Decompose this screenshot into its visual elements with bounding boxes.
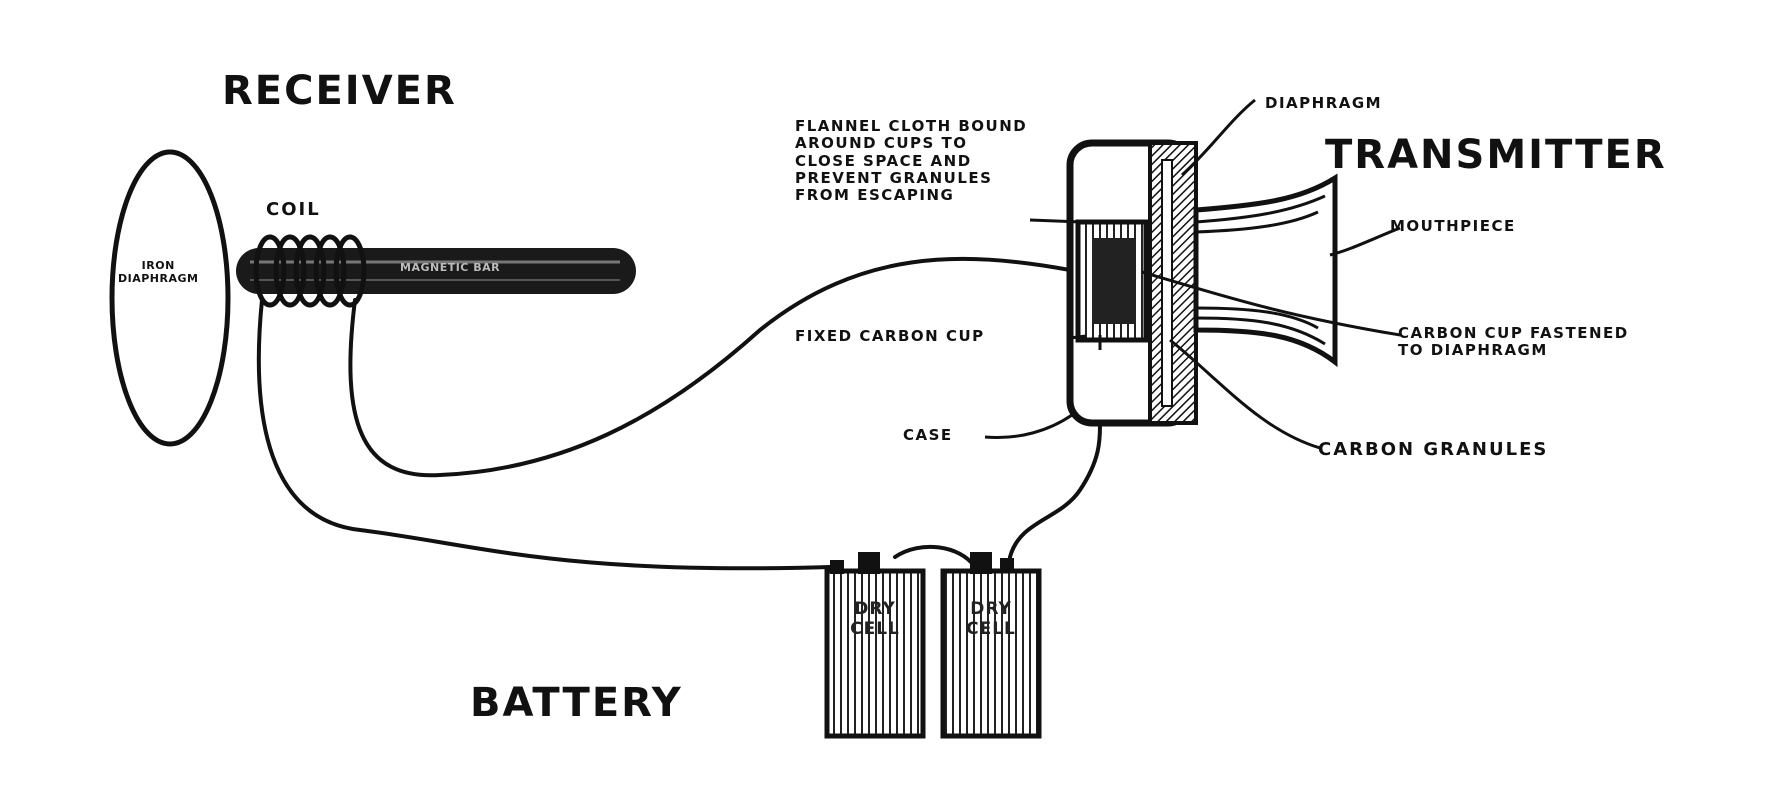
iron-diaphragm-label: IRON DIAPHRAGM: [118, 259, 199, 285]
battery-label: BATTERY: [470, 680, 683, 726]
carbon-granules-label: CARBON GRANULES: [1318, 439, 1549, 460]
mouthpiece-label: MOUTHPIECE: [1390, 217, 1516, 235]
dry-cell-2: [940, 552, 1042, 739]
dry-cell-2-label: DRY CELL: [966, 599, 1016, 639]
transmitter-case: [1066, 139, 1198, 427]
carbon-granules: [1094, 238, 1136, 324]
coil-label: COIL: [266, 199, 321, 220]
receiver-label: RECEIVER: [222, 68, 457, 114]
wire-coil-to-battery: [256, 298, 832, 571]
leader-lines: [984, 98, 1401, 450]
mouthpiece: [1193, 173, 1338, 368]
case-label: CASE: [903, 426, 953, 444]
transmitter-label: TRANSMITTER: [1325, 132, 1667, 178]
magnetic-bar-label: MAGNETIC BAR: [400, 261, 501, 274]
transmitter-diaphragm: [1161, 159, 1173, 407]
circuit-wires: [256, 256, 1102, 571]
dry-cell-1-label: DRY CELL: [850, 599, 900, 639]
wire-coil-to-transmitter: [348, 256, 1072, 478]
dry-cell-1: [824, 552, 926, 739]
fixed-carbon-cup-label: FIXED CARBON CUP: [795, 327, 985, 345]
iron-diaphragm: [109, 149, 231, 447]
carbon-cup-fastened-label: CARBON CUP FASTENED TO DIAPHRAGM: [1398, 324, 1629, 360]
receiver-coil: [253, 234, 367, 308]
diaphragm-label: DIAPHRAGM: [1265, 94, 1383, 112]
flannel-note-label: FLANNEL CLOTH BOUND AROUND CUPS TO CLOSE…: [795, 117, 1028, 204]
wire-battery-to-transmitter: [1008, 423, 1102, 559]
wire-battery-link: [893, 544, 977, 569]
